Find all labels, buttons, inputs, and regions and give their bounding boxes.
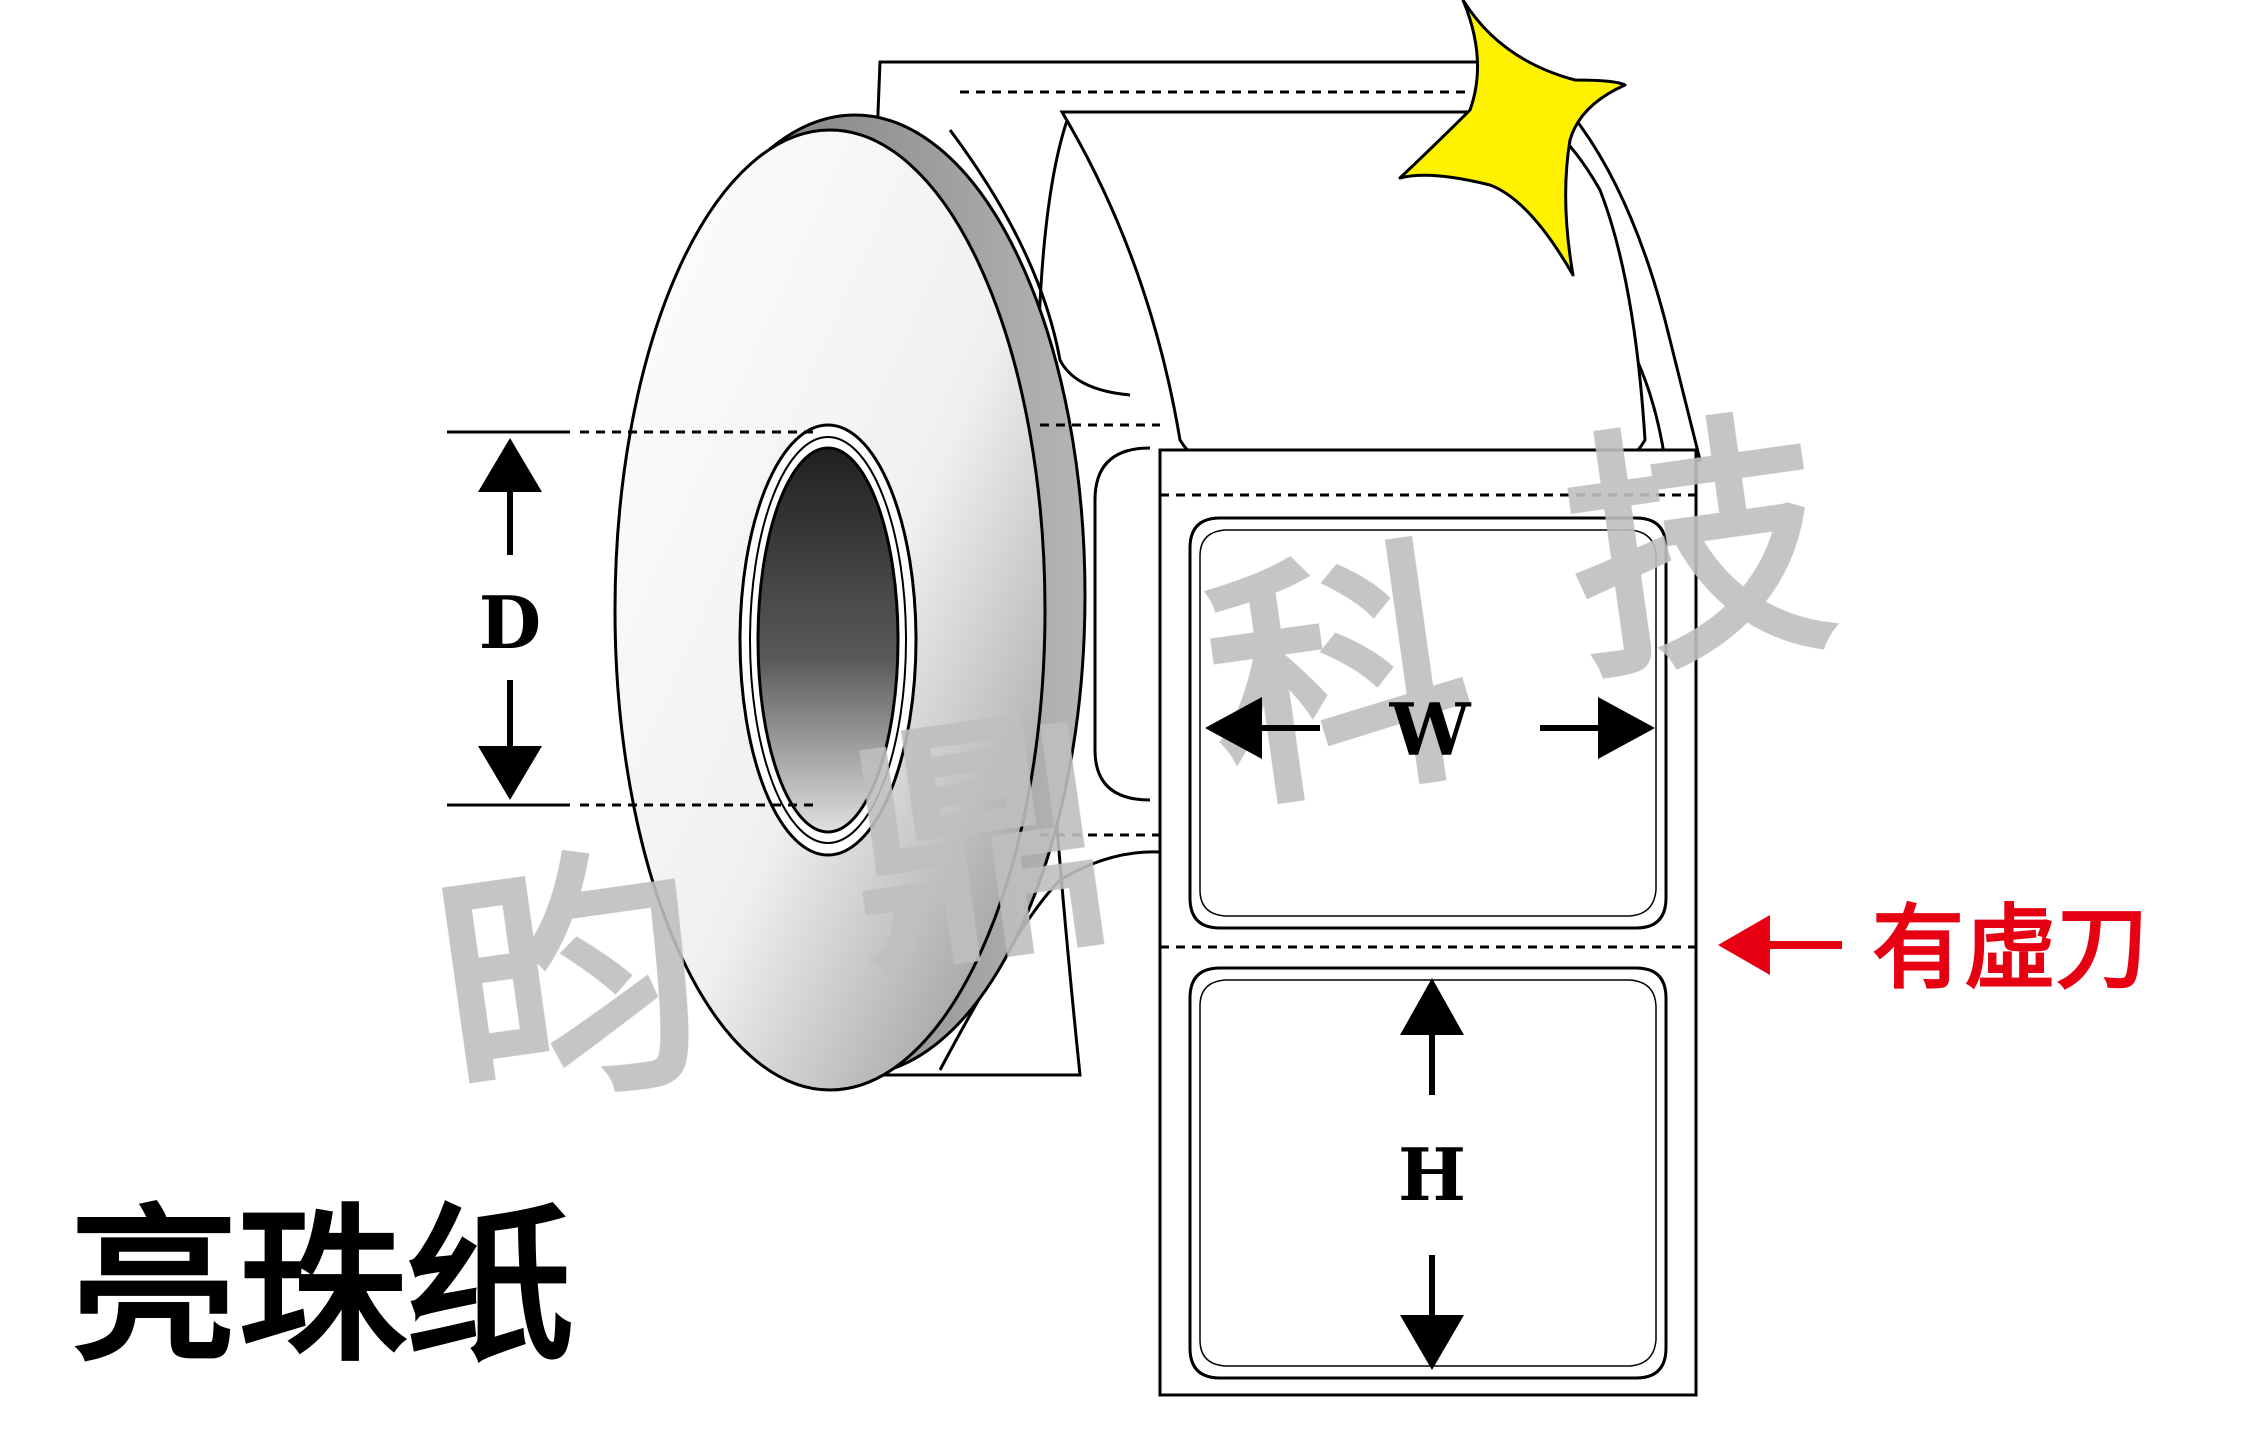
roll-side-face [613, 113, 1087, 1092]
watermark: 昀 鼎 科 技 [421, 380, 1849, 1152]
watermark-char-2: 鼎 [829, 675, 1129, 1013]
label-strip [1158, 448, 1698, 1397]
dimension-diameter: D [447, 430, 570, 807]
dimension-width: W [1205, 687, 1655, 772]
label-1 [1188, 516, 1668, 930]
roll-core-hole [756, 446, 900, 834]
watermark-char-4: 技 [1549, 380, 1849, 718]
diameter-label: D [479, 580, 541, 665]
watermark-char-3: 科 [1190, 510, 1490, 848]
arrow-left-icon [1718, 915, 1770, 975]
product-title: 亮珠纸 [70, 1187, 574, 1385]
dimension-height: H [1398, 978, 1466, 1370]
roll-tab [1093, 446, 1151, 802]
watermark-char-1: 昀 [421, 814, 721, 1152]
perforation-note-text: 有虛刀 [1872, 894, 2148, 1002]
roll-inner-fold [948, 129, 1131, 397]
width-label: W [1389, 687, 1472, 772]
height-label: H [1398, 1132, 1466, 1217]
label-2 [1188, 966, 1668, 1380]
sparkle-icon [1398, 0, 1627, 277]
perforation-note: 有虛刀 [1718, 894, 2148, 1002]
